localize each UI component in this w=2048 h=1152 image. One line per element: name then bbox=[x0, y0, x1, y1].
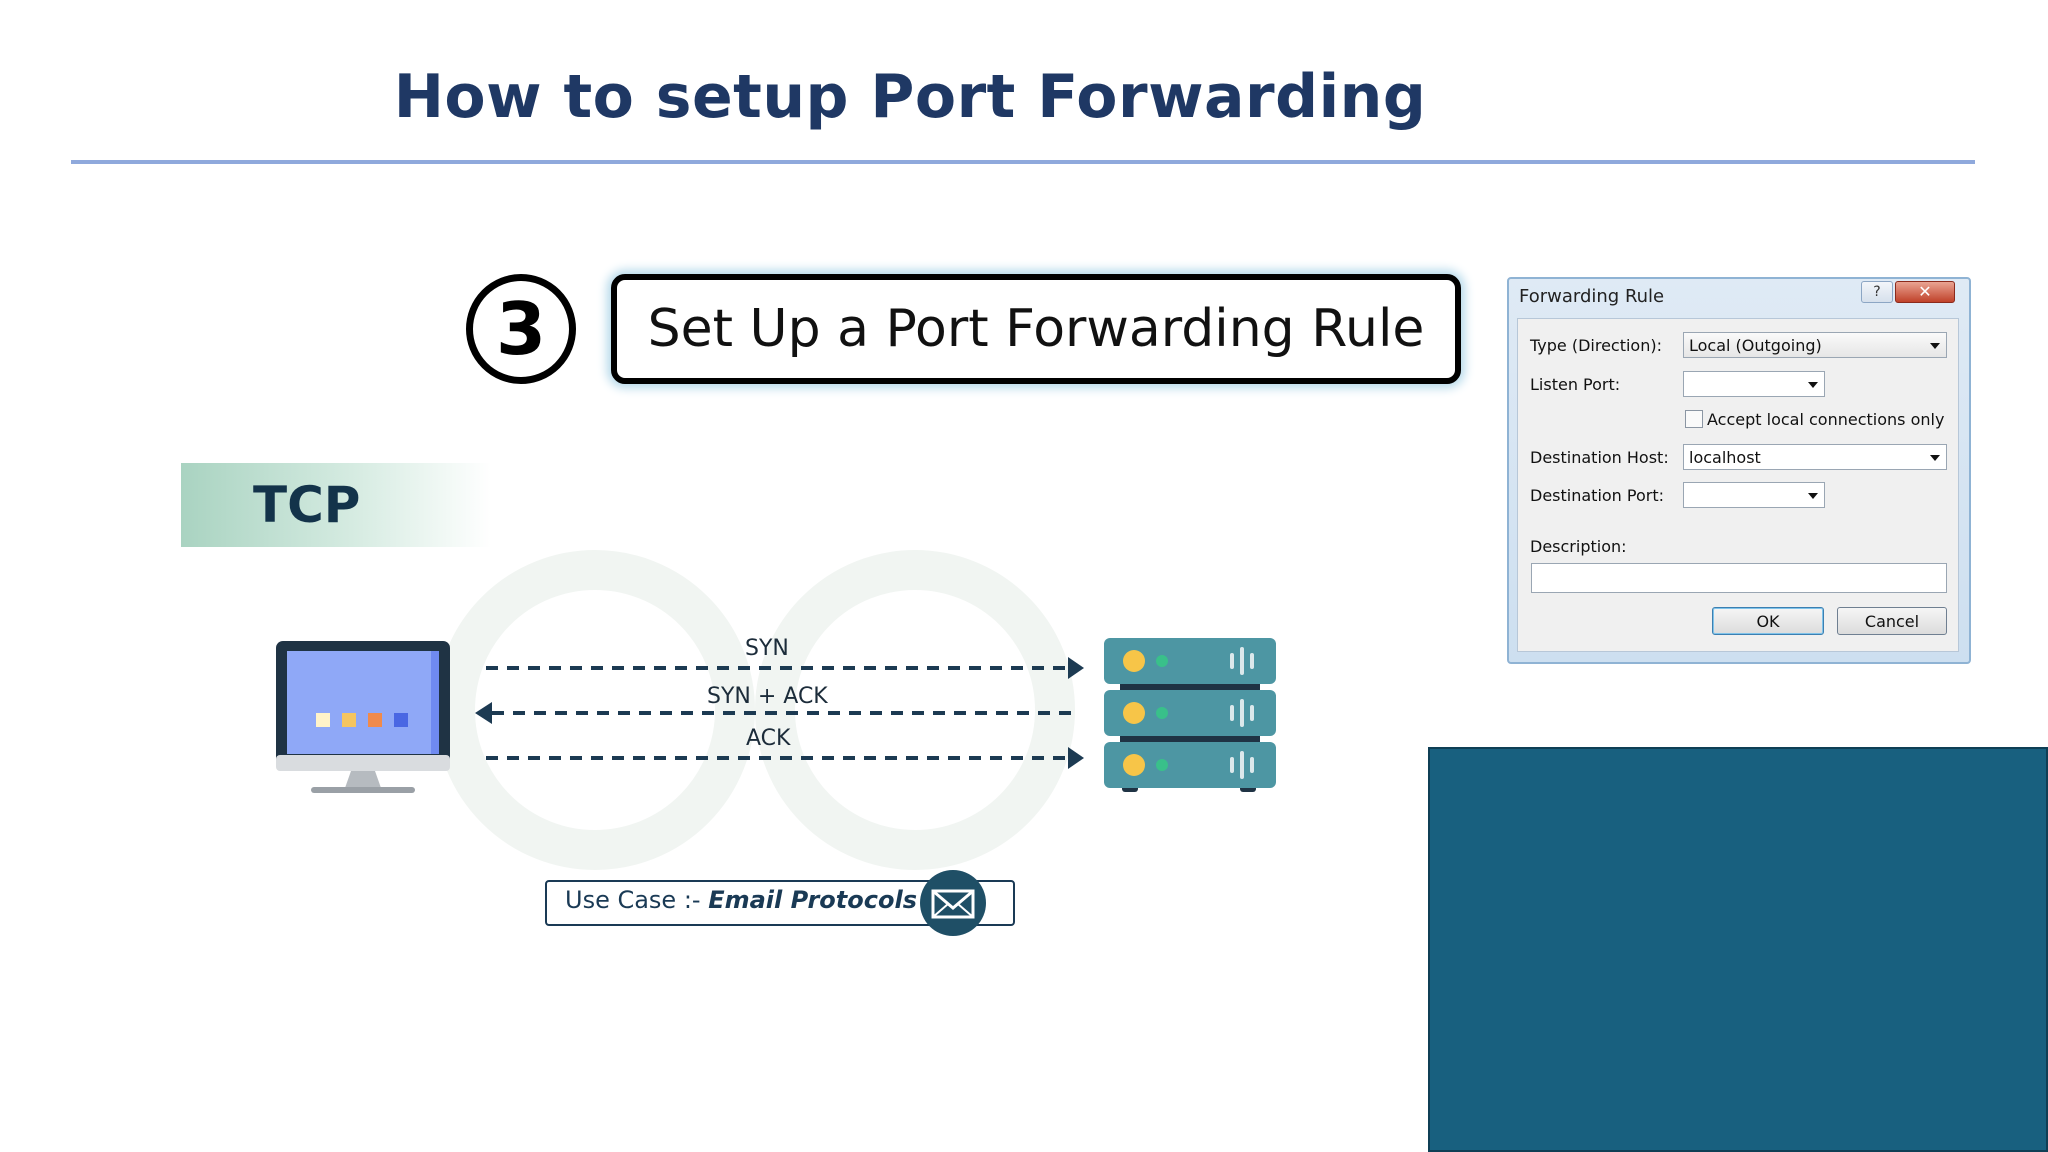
page-title: How to setup Port Forwarding bbox=[393, 62, 1427, 132]
usecase-value: Email Protocols bbox=[708, 886, 917, 914]
usecase-prefix: Use Case :- bbox=[565, 886, 709, 914]
destination-port-label: Destination Port: bbox=[1530, 486, 1665, 505]
type-direction-select[interactable]: Local (Outgoing) bbox=[1683, 332, 1947, 358]
cancel-button[interactable]: Cancel bbox=[1837, 607, 1947, 635]
chevron-down-icon bbox=[1808, 493, 1818, 499]
syn-ack-label: SYN + ACK bbox=[707, 684, 828, 709]
usecase-text: Use Case :- Email Protocols bbox=[565, 886, 917, 914]
help-button[interactable]: ? bbox=[1861, 281, 1893, 303]
description-input[interactable] bbox=[1531, 563, 1947, 593]
listen-port-label: Listen Port: bbox=[1530, 375, 1621, 394]
destination-host-value: localhost bbox=[1689, 448, 1761, 467]
type-direction-value: Local (Outgoing) bbox=[1689, 336, 1822, 355]
step-title: Set Up a Port Forwarding Rule bbox=[611, 274, 1461, 384]
chevron-down-icon bbox=[1930, 455, 1940, 461]
ack-label: ACK bbox=[746, 726, 791, 751]
server-icon bbox=[1104, 638, 1276, 792]
type-direction-label: Type (Direction): bbox=[1530, 336, 1662, 355]
destination-host-combo[interactable]: localhost bbox=[1683, 444, 1947, 470]
tcp-label: TCP bbox=[253, 476, 361, 534]
handshake-arrows bbox=[475, 657, 1084, 769]
destination-host-label: Destination Host: bbox=[1530, 448, 1669, 467]
chevron-down-icon bbox=[1808, 382, 1818, 388]
tcp-banner bbox=[181, 463, 491, 547]
watermark-logo bbox=[435, 550, 1075, 870]
title-divider bbox=[71, 160, 1975, 164]
step-number-badge: 3 bbox=[466, 274, 576, 384]
destination-port-combo[interactable] bbox=[1683, 482, 1825, 508]
syn-label: SYN bbox=[745, 636, 789, 661]
close-button[interactable]: ✕ bbox=[1895, 281, 1955, 303]
ok-button[interactable]: OK bbox=[1712, 607, 1824, 635]
description-label: Description: bbox=[1530, 537, 1627, 556]
dialog-title: Forwarding Rule bbox=[1519, 286, 1665, 307]
accept-local-label: Accept local connections only bbox=[1707, 410, 1945, 429]
accept-local-checkbox[interactable] bbox=[1685, 410, 1703, 428]
listen-port-combo[interactable] bbox=[1683, 371, 1825, 397]
mail-icon bbox=[920, 870, 986, 936]
chevron-down-icon bbox=[1930, 343, 1940, 349]
computer-icon bbox=[276, 641, 450, 793]
video-panel bbox=[1428, 747, 2048, 1152]
